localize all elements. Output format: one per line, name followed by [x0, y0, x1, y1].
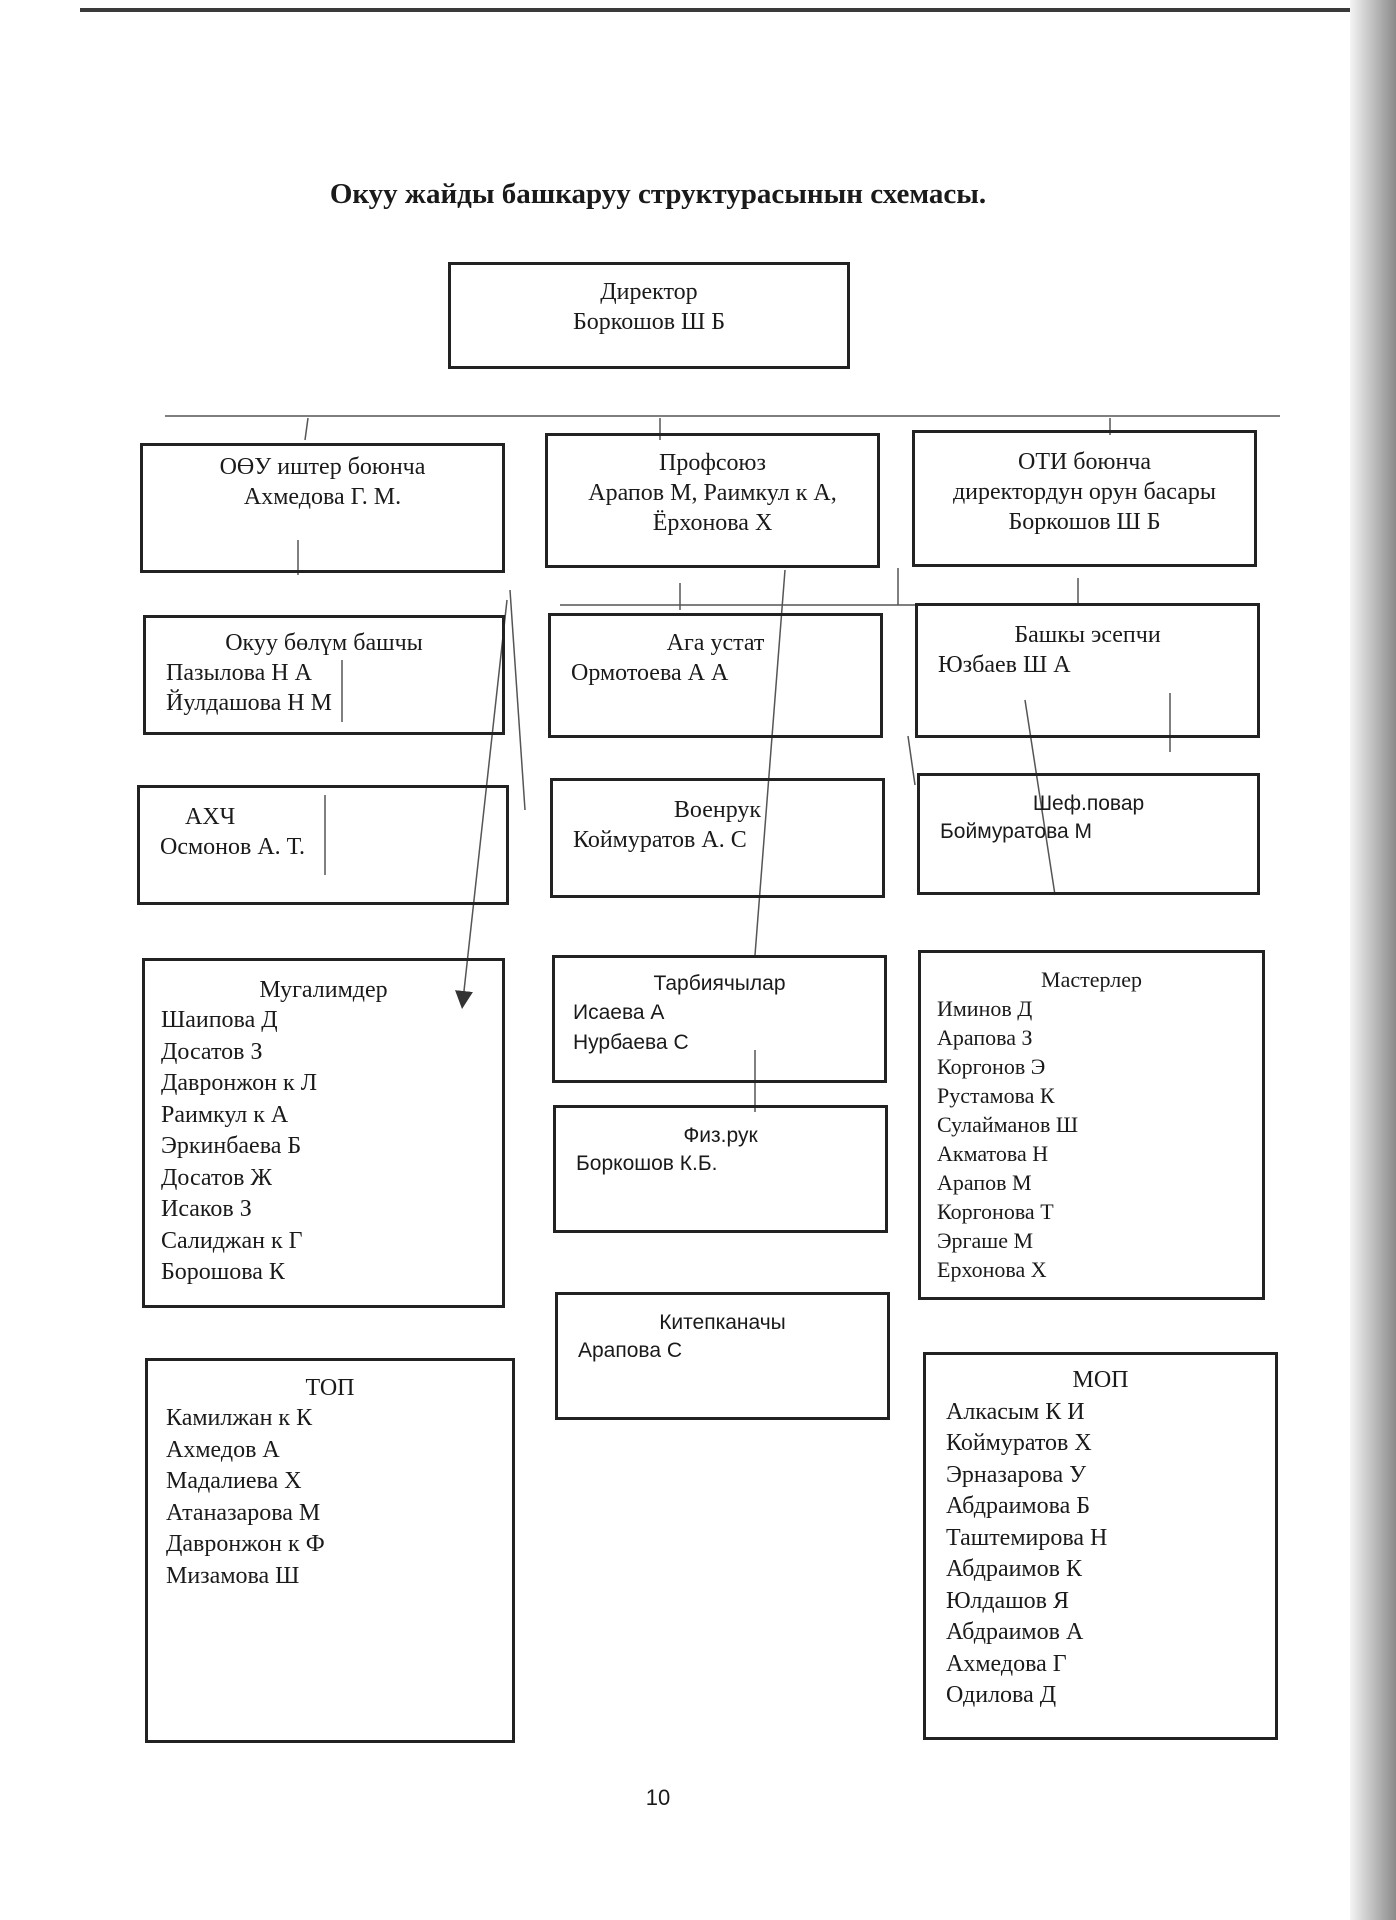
mop-head: МОП: [1072, 1367, 1129, 1393]
bashky-esepchi-head: Башкы эсепчи: [1014, 622, 1161, 648]
kitepkanachy-head: Китепканачы: [659, 1311, 786, 1334]
list-item: Осмонов А. Т.: [160, 834, 305, 860]
list-item: Эргаше М: [937, 1228, 1034, 1253]
profsoyuz-title: Профсоюз: [659, 450, 766, 476]
connector-tick: [907, 735, 916, 786]
list-item: Йулдашова Н М: [166, 690, 332, 716]
list-item: Сулайманов Ш: [937, 1112, 1079, 1137]
box-mugalimder: Мугалимдер Шаипова Д Досатов З Давронжон…: [142, 958, 505, 1308]
mugalimder-head: Мугалимдер: [259, 977, 388, 1003]
list-item: Салиджан к Г: [161, 1227, 303, 1254]
list-item: Арапов М: [937, 1170, 1032, 1195]
list-item: Боркошов К.Б.: [576, 1152, 718, 1175]
connector-diagonal: [509, 589, 526, 811]
box-director: Директор Боркошов Ш Б: [448, 262, 850, 369]
mop-list: Алкасым К И Коймуратов Х Эрназарова У Аб…: [926, 1397, 1275, 1712]
list-item: Рустамова К: [937, 1083, 1055, 1108]
list-item: Арапова З: [937, 1025, 1033, 1050]
profsoyuz-members-2: Ёрхонова Х: [652, 510, 773, 536]
box-oti: ОТИ боюнча директордун орун басары Борко…: [912, 430, 1257, 567]
fiz-ruk-head: Физ.рук: [683, 1124, 758, 1147]
box-shef-povar: Шеф.повар Боймуратова М: [917, 773, 1260, 895]
list-item: Абдраимов А: [946, 1619, 1084, 1645]
list-item: Давронжон к Ф: [166, 1531, 325, 1557]
list-item: Коймуратов А. С: [573, 827, 747, 853]
box-okuu-bolum: Окуу бөлүм башчы Пазылова Н А Йулдашова …: [143, 615, 505, 735]
oti-name: Боркошов Ш Б: [1008, 509, 1161, 535]
list-item: Камилжан к К: [166, 1405, 313, 1431]
shef-povar-head: Шеф.повар: [1032, 792, 1145, 815]
connector-tick: [304, 417, 309, 441]
list-item: Коймуратов Х: [946, 1430, 1092, 1456]
scan-right-edge: [1350, 0, 1396, 1920]
list-item: Раимкул к А: [161, 1101, 289, 1128]
list-item: Алкасым К И: [946, 1398, 1085, 1425]
list-item: Ахмедов А: [166, 1436, 280, 1463]
oti-role: директордун орун басары: [952, 479, 1217, 505]
box-oou: ОӨУ иштер боюнча Ахмедова Г. М.: [140, 443, 505, 573]
box-mop: МОП Алкасым К И Коймуратов Х Эрназарова …: [923, 1352, 1278, 1740]
box-top: ТОП Камилжан к К Ахмедов А Мадалиева Х А…: [145, 1358, 515, 1743]
list-item: Ахмедова Г: [946, 1650, 1067, 1677]
box-voenruk: Военрук Коймуратов А. С: [550, 778, 885, 898]
scan-top-edge: [80, 8, 1350, 12]
profsoyuz-members-1: Арапов М, Раимкул к А,: [588, 480, 837, 506]
page-number: 10: [645, 1785, 671, 1810]
top-head: ТОП: [305, 1375, 355, 1401]
list-item: Мадалиева Х: [166, 1468, 302, 1494]
tarbiyachylar-head: Тарбиячылар: [653, 972, 786, 995]
box-tarbiyachylar: Тарбиячылар Исаева А Нурбаева С: [552, 955, 887, 1083]
box-bashky-esepchi: Башкы эсепчи Юзбаев Ш А: [915, 603, 1260, 738]
list-item: Досатов З: [161, 1038, 263, 1065]
list-item: Абдраимов К: [946, 1556, 1082, 1582]
oti-title: ОТИ боюнча: [1017, 449, 1152, 475]
ahch-head: АХЧ: [185, 804, 236, 830]
list-item: Эрназарова У: [946, 1461, 1087, 1488]
top-list: Камилжан к К Ахмедов А Мадалиева Х Атана…: [148, 1403, 512, 1592]
oou-title: ОӨУ иштер боюнча: [219, 454, 426, 480]
masterler-list: Иминов Д Арапова З Коргонов Э Рустамова …: [921, 994, 1262, 1284]
list-item: Акматова Н: [937, 1141, 1049, 1166]
list-item: Юзбаев Ш А: [938, 652, 1071, 678]
list-item: Мизамова Ш: [166, 1562, 300, 1589]
list-item: Досатов Ж: [161, 1164, 272, 1191]
list-item: Боймуратова М: [940, 820, 1093, 843]
list-item: Таштемирова Н: [946, 1524, 1108, 1551]
list-item: Пазылова Н А: [166, 660, 312, 686]
okuu-bolum-head: Окуу бөлүм башчы: [225, 630, 423, 656]
list-item: Исаков З: [161, 1196, 252, 1222]
list-item: Ормотоева А А: [571, 660, 729, 686]
list-item: Коргонова Т: [937, 1199, 1054, 1224]
list-item: Эркинбаева Б: [161, 1133, 302, 1159]
director-name: Боркошов Ш Б: [572, 309, 726, 335]
oou-name: Ахмедова Г. М.: [243, 484, 402, 510]
list-item: Давронжон к Л: [161, 1070, 317, 1096]
box-profsoyuz: Профсоюз Арапов М, Раимкул к А, Ёрхонова…: [545, 433, 880, 568]
list-item: Ерхонова Х: [937, 1257, 1047, 1282]
list-item: Коргонов Э: [937, 1054, 1046, 1079]
list-item: Шаипова Д: [161, 1007, 278, 1033]
list-item: Борошова К: [161, 1259, 285, 1285]
list-item: Иминов Д: [937, 996, 1033, 1021]
list-item: Одилова Д: [946, 1682, 1057, 1708]
box-fiz-ruk: Физ.рук Боркошов К.Б.: [553, 1105, 888, 1233]
list-item: Арапова С: [578, 1339, 683, 1362]
mugalimder-list: Шаипова Д Досатов З Давронжон к Л Раимку…: [145, 1005, 502, 1289]
box-masterler: Мастерлер Иминов Д Арапова З Коргонов Э …: [918, 950, 1265, 1300]
aga-ustat-head: Ага устат: [666, 630, 765, 656]
list-item: Юлдашов Я: [946, 1587, 1070, 1614]
list-item: Нурбаева С: [573, 1031, 689, 1054]
page-title: Окуу жайды башкаруу структурасынын схема…: [329, 178, 987, 210]
masterler-head: Мастерлер: [1041, 967, 1142, 992]
box-ahch: АХЧ Осмонов А. Т.: [137, 785, 509, 905]
box-aga-ustat: Ага устат Ормотоева А А: [548, 613, 883, 738]
list-item: Атаназарова М: [166, 1499, 321, 1526]
director-title: Директор: [600, 279, 698, 305]
voenruk-head: Военрук: [673, 797, 762, 823]
box-kitepkanachy: Китепканачы Арапова С: [555, 1292, 890, 1420]
list-item: Абдраимова Б: [946, 1493, 1091, 1519]
list-item: Исаева А: [573, 1001, 665, 1024]
